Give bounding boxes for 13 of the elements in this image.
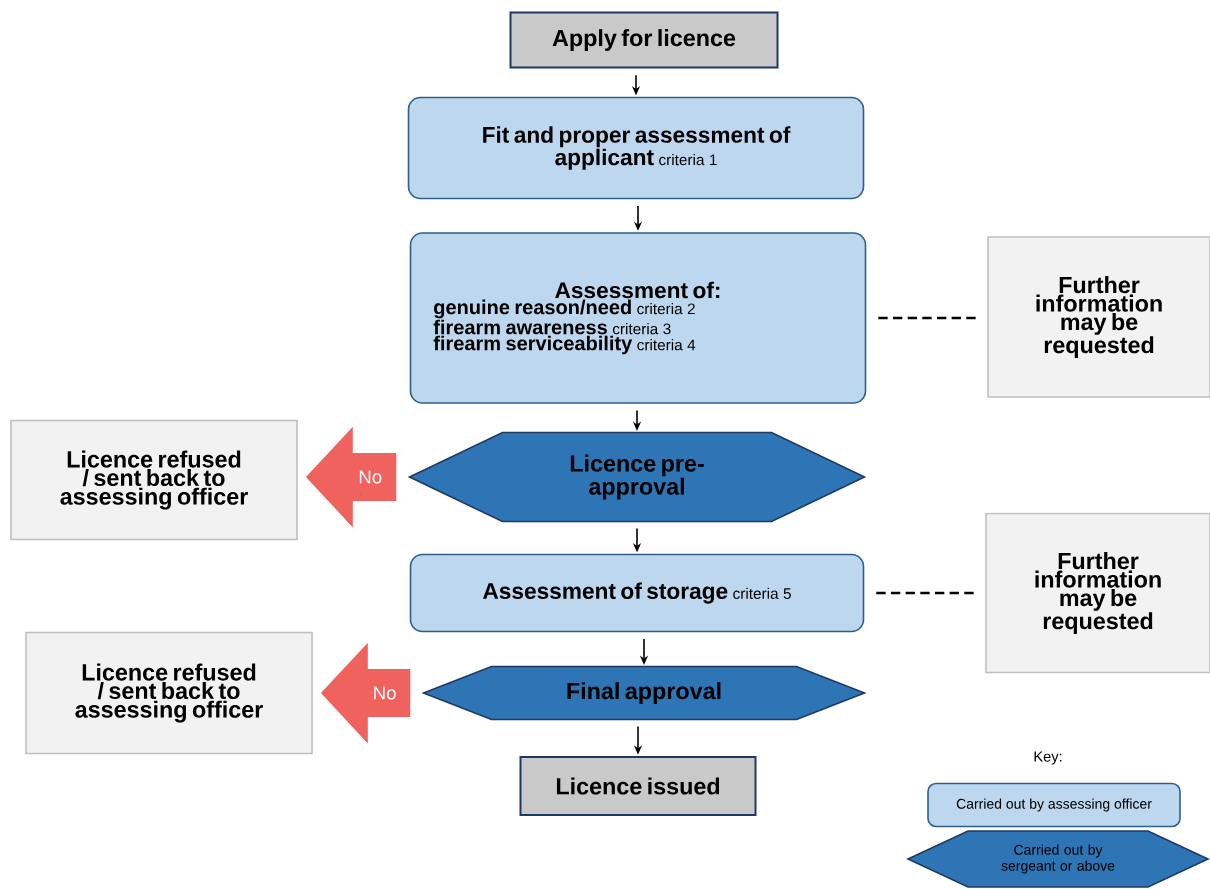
- key-heading: Key:: [1034, 751, 1062, 765]
- note-box: Further information may be requested: [985, 512, 1210, 674]
- process-box: Assessment of: genuine reason/need criteria 2 firearm awareness criteria 3 firearm serviceability criteria 4: [409, 232, 867, 404]
- edge-label: No: [356, 469, 384, 485]
- terminal-box: Licence issued: [519, 756, 757, 816]
- outcome-box: Licence refused / sent back to assessing officer: [25, 631, 313, 755]
- outcome-box: Licence refused / sent back to assessing officer: [10, 419, 298, 541]
- terminal-box: Apply for licence: [509, 11, 779, 69]
- process-box: Assessment of storage criteria 5: [409, 553, 865, 633]
- edge-label: No: [371, 685, 398, 701]
- legend-entry: Carried out by assessing officer: [927, 782, 1181, 828]
- note-box: Further information may be requested: [987, 236, 1210, 398]
- process-box: Fit and proper assessment of applicant criteria 1: [407, 96, 865, 200]
